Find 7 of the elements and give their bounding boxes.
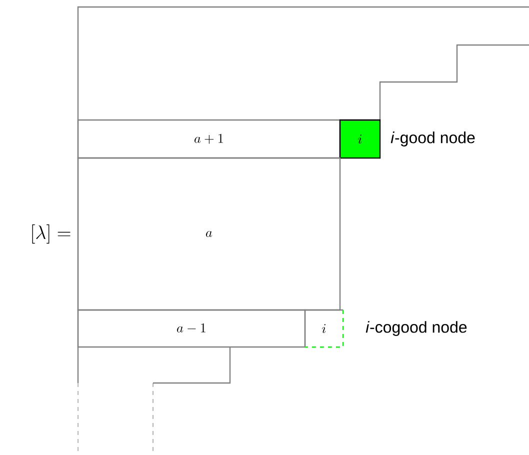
node-annotation: i-good node (390, 132, 475, 146)
tableau-row: $a$ (77, 157, 341, 311)
tableau-row: $a-1$ (77, 309, 306, 348)
node-annotation: i-cogood node (366, 321, 467, 336)
good-node-box: $i$ (339, 119, 381, 159)
tableau-row: $a+1$ (77, 119, 341, 159)
cogood-node-box: $i$ (304, 309, 344, 348)
